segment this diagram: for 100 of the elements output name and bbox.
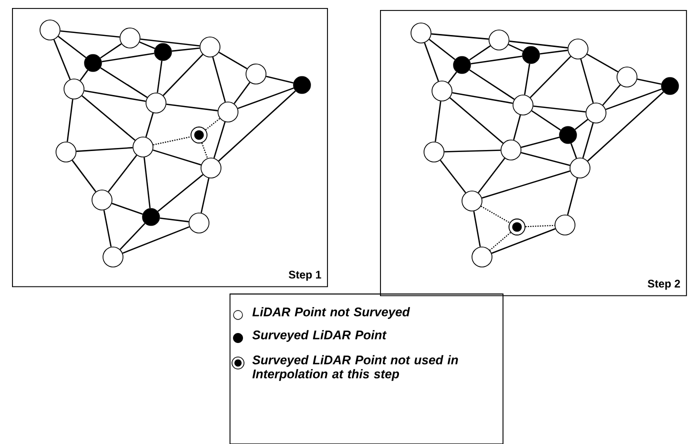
triangle-edge: [145, 112, 154, 138]
point-dot: [154, 43, 172, 61]
triangle-edge: [84, 90, 146, 102]
point-dot: [522, 46, 540, 64]
point-circle: [432, 80, 452, 102]
triangle-edge: [76, 147, 133, 152]
triangle-edge: [238, 87, 294, 110]
triangle-edge: [424, 42, 440, 82]
point-circle: [200, 36, 220, 58]
triangle-edge: [172, 47, 200, 52]
triangle-edge: [586, 54, 618, 72]
point-circle: [188, 212, 210, 234]
triangle-edge: [574, 118, 588, 130]
triangle-edge: [53, 39, 71, 80]
dotted-line: [201, 142, 208, 158]
triangle-edge: [157, 174, 204, 212]
legend-text: LiDAR Point not Surveyed: [252, 307, 410, 319]
point-circle: [488, 30, 510, 50]
point-circle: [462, 190, 482, 212]
triangle-edge: [200, 178, 210, 213]
triangle-edge: [66, 99, 74, 142]
triangle-edge: [160, 217, 189, 222]
triangle-edge: [587, 92, 664, 162]
triangle-edge: [112, 202, 143, 215]
triangle-edge: [434, 101, 442, 142]
triangle-edge: [520, 136, 560, 148]
triangle-edge: [100, 43, 122, 59]
triangle-edge: [213, 122, 226, 158]
point-circle: [410, 22, 432, 44]
point-circle: [132, 136, 154, 158]
triangle-edge: [478, 158, 506, 194]
triangle-edge: [80, 70, 88, 81]
triangle-edge: [448, 72, 458, 84]
point-dot: [559, 126, 577, 144]
triangle-edge: [72, 160, 96, 192]
triangle-edge: [508, 44, 524, 52]
point-dot: [293, 76, 311, 94]
point-dot: [84, 54, 102, 72]
point-circle: [586, 102, 606, 124]
triangle-edge: [139, 41, 156, 50]
triangle-edge: [60, 30, 120, 38]
point-dot: [142, 208, 160, 226]
legend-text: Surveyed LiDAR Point not used in Interpolation at this step: [252, 355, 458, 381]
point-circle: [512, 94, 534, 116]
triangle-edge: [122, 226, 190, 254]
triangle-edge: [470, 56, 522, 64]
triangle-edge: [602, 84, 621, 106]
point-circle: [472, 246, 492, 268]
triangle-edge: [431, 33, 489, 40]
point-circle: [102, 246, 124, 268]
triangle-edge: [428, 38, 456, 60]
triangle-edge: [152, 149, 202, 166]
triangle-edge: [570, 143, 578, 158]
point-circle: [424, 142, 444, 162]
point-circle: [568, 38, 588, 60]
point-circle: [40, 20, 60, 40]
triangle-edge: [469, 69, 515, 100]
triangle-edge: [100, 67, 148, 98]
triangle-edge: [580, 58, 594, 104]
triangle-edge: [102, 52, 154, 62]
point-circle: [246, 64, 266, 84]
triangle-edge: [533, 105, 586, 113]
point-circle: [218, 102, 238, 122]
triangle-edge: [509, 40, 568, 48]
triangle-edge: [156, 60, 162, 93]
triangle-edge: [473, 211, 481, 247]
triangle-edge: [103, 210, 112, 247]
point-dot: [661, 77, 679, 95]
triangle-edge: [452, 92, 513, 104]
point-circle: [500, 140, 522, 160]
triangle-edge: [162, 54, 204, 96]
triangle-edge: [513, 114, 521, 140]
triangle-edge: [440, 160, 466, 194]
triangle-edge: [469, 45, 491, 61]
triangle-edge: [166, 104, 218, 112]
triangle-edge: [444, 150, 501, 152]
panel-frame: Step 1: [12, 8, 328, 288]
ringed-point: [190, 126, 208, 144]
ringed-point: [508, 218, 526, 236]
triangle-edge: [606, 88, 662, 110]
triangle-edge: [144, 157, 151, 208]
dotted-line: [205, 118, 220, 130]
triangle-edge: [530, 56, 572, 98]
panel-frame: Step 2: [380, 10, 687, 296]
point-circle: [554, 214, 576, 236]
triangle-edge: [540, 50, 568, 55]
triangle-edge: [212, 56, 226, 102]
point-circle: [570, 158, 590, 178]
point-dot: [453, 56, 471, 74]
point-circle: [92, 190, 112, 210]
triangle-edge: [567, 178, 578, 216]
legend-text: Surveyed LiDAR Point: [252, 330, 387, 342]
triangle-edge: [108, 154, 138, 192]
dotted-line: [153, 136, 191, 146]
triangle-edge: [582, 122, 594, 158]
triangle-edge: [266, 76, 294, 84]
point-circle: [56, 142, 76, 162]
triangle-edge: [524, 64, 530, 95]
triangle-edge: [140, 38, 200, 46]
dotted-line: [490, 232, 511, 251]
